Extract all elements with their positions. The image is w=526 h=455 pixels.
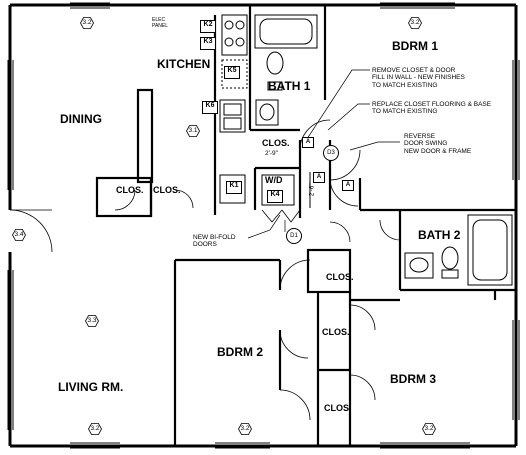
window-tag-left-wall: 3.4 bbox=[12, 229, 26, 241]
windows bbox=[7, 2, 520, 449]
note-leaders bbox=[247, 69, 400, 239]
note-remove-closet: REMOVE CLOSET & DOOR FILL IN WALL - NEW … bbox=[372, 67, 465, 89]
note-line: TO MATCH EXISTING bbox=[372, 108, 438, 116]
closet-label-bath2: CLOS. bbox=[326, 272, 354, 282]
note-line: FILL IN WALL - NEW FINISHES bbox=[372, 74, 465, 82]
exterior-walls bbox=[8, 3, 518, 448]
kitchen-tag-k3: K3 bbox=[200, 37, 216, 50]
kitchen-tag-k6: K6 bbox=[202, 101, 218, 114]
bath1-fixtures bbox=[254, 14, 318, 126]
room-label-bath1: BATH 1 bbox=[268, 79, 311, 93]
closet-label-dining-a: CLOS. bbox=[116, 185, 144, 195]
note-replace-flooring: REPLACE CLOSET FLOORING & BASE TO MATCH … bbox=[372, 101, 491, 116]
closet-dimension: 2'-9" bbox=[265, 150, 278, 157]
note-bifold-doors: NEW BI-FOLD DOORS bbox=[193, 234, 236, 249]
door-swings bbox=[9, 119, 401, 421]
window-tag-dining: 3.1 bbox=[186, 125, 200, 137]
window-tag-living: 3.3 bbox=[85, 315, 99, 327]
room-label-living: LIVING RM. bbox=[58, 380, 124, 394]
bath2-fixtures bbox=[404, 214, 513, 286]
closet-label-hall: CLOS. bbox=[262, 138, 290, 148]
vertical-dimension: 2'-6" bbox=[308, 183, 316, 197]
window-tag-top-left: 3.2 bbox=[80, 17, 94, 29]
room-label-dining: DINING bbox=[60, 112, 102, 126]
note-line: TO MATCH EXISTING bbox=[372, 81, 438, 89]
kitchen-tag-k4: K4 bbox=[267, 190, 283, 203]
keynote-a2: A bbox=[313, 172, 325, 183]
note-line: DOOR SWING bbox=[404, 140, 448, 148]
window-tag-bottom-right: 3.2 bbox=[422, 423, 436, 435]
kitchen-fixtures bbox=[219, 14, 248, 204]
note-line: REPLACE CLOSET FLOORING & BASE bbox=[372, 101, 492, 108]
window-tag-bottom-mid: 3.2 bbox=[238, 423, 252, 435]
kitchen-tag-k1: K1 bbox=[226, 181, 242, 194]
note-line: NEW BI-FOLD bbox=[193, 234, 236, 241]
elec-panel-label: ELEC PANEL bbox=[152, 17, 169, 29]
room-label-bdrm1: BDRM 1 bbox=[392, 39, 439, 53]
note-line: DOORS bbox=[193, 241, 217, 249]
closet-label-dining-b: CLOS. bbox=[153, 185, 181, 195]
room-label-bath2: BATH 2 bbox=[418, 228, 461, 242]
room-label-bdrm2: BDRM 2 bbox=[217, 345, 264, 359]
laundry-fixtures bbox=[261, 172, 311, 208]
note-line: NEW DOOR & FRAME bbox=[404, 147, 472, 155]
window-tag-top-right: 3.2 bbox=[408, 17, 422, 29]
closet-label-bdrm2-b: CLOS. bbox=[324, 403, 352, 413]
note-reverse-door: REVERSE DOOR SWING NEW DOOR & FRAME bbox=[404, 133, 471, 155]
note-line: REMOVE CLOSET & DOOR bbox=[372, 67, 456, 74]
keynote-d1: D1 bbox=[286, 228, 302, 244]
kitchen-tag-k5: K5 bbox=[224, 66, 240, 79]
keynote-a1: A bbox=[302, 137, 314, 148]
window-tag-bottom-left: 3.2 bbox=[88, 423, 102, 435]
keynote-a3: A bbox=[342, 180, 354, 191]
room-label-bdrm3: BDRM 3 bbox=[390, 372, 437, 386]
room-label-kitchen: KITCHEN bbox=[157, 57, 211, 71]
keynote-d3: D3 bbox=[323, 145, 339, 161]
kitchen-tag-k2: K2 bbox=[200, 20, 216, 33]
washer-dryer-label: W/D bbox=[265, 175, 283, 185]
note-line: REVERSE bbox=[404, 133, 436, 140]
closet-label-bdrm2-a: CLOS. bbox=[322, 327, 350, 337]
